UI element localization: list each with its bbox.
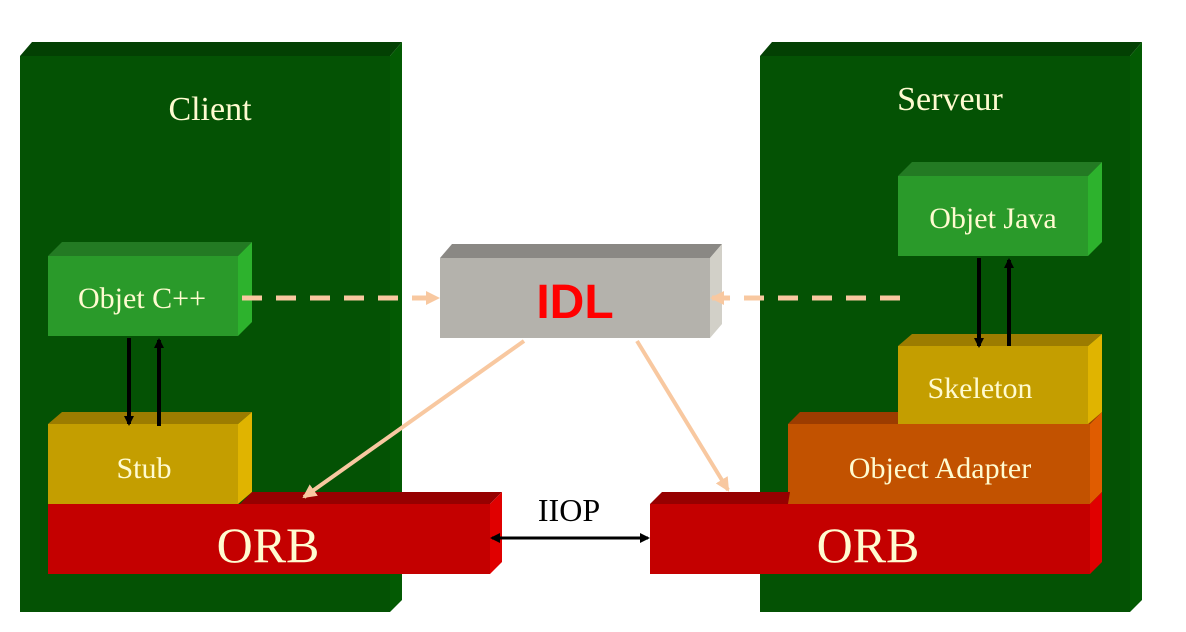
idl-box[interactable] — [440, 244, 722, 338]
client-title: Client — [168, 91, 252, 128]
iiop-label: IIOP — [538, 492, 600, 528]
stub-box[interactable] — [48, 412, 252, 504]
idl-label: IDL — [536, 276, 613, 329]
server-object-box[interactable] — [898, 162, 1102, 256]
client-orb-box[interactable] — [48, 492, 502, 574]
server-object-label: Objet Java — [929, 202, 1056, 235]
server-orb-box[interactable] — [650, 492, 1102, 574]
idl-to-client-orb-arrow — [302, 339, 526, 499]
idl-to-server-orb-arrow — [635, 339, 730, 492]
client-orb-label: ORB — [217, 517, 320, 573]
skeleton-label: Skeleton — [928, 372, 1033, 405]
skeleton-box[interactable] — [898, 334, 1102, 424]
server-orb-label: ORB — [817, 517, 920, 573]
client-object-box[interactable] — [48, 242, 252, 336]
object-adapter-label: Object Adapter — [849, 452, 1031, 485]
client-object-label: Objet C++ — [78, 282, 206, 315]
server-title: Serveur — [897, 81, 1003, 118]
stub-label: Stub — [116, 452, 171, 485]
